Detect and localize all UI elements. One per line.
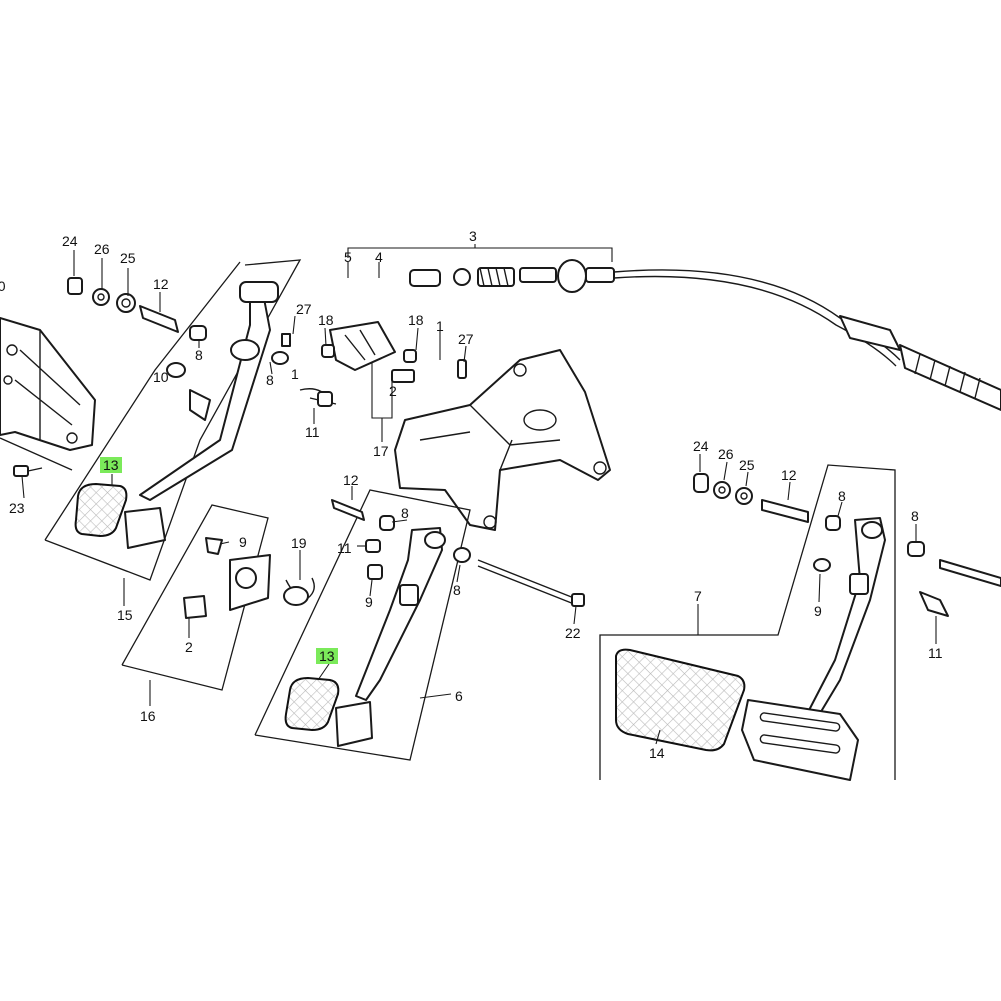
pedal-rubber-14 — [615, 648, 746, 752]
callout-12-left: 12 — [153, 276, 169, 292]
pedal-rubber-13b — [284, 676, 340, 732]
callout-7: 7 — [694, 588, 702, 604]
callout-8-d: 8 — [453, 582, 461, 598]
frame-7 — [599, 464, 896, 780]
callout-3: 3 — [469, 228, 477, 244]
callout-22: 22 — [565, 625, 581, 641]
callout-8-a: 8 — [195, 347, 203, 363]
callout-1-mid: 1 — [291, 366, 299, 382]
callout-2-top: 2 — [389, 383, 397, 399]
callout-4: 4 — [375, 249, 383, 265]
callout-17: 17 — [373, 443, 389, 459]
callout-11-b: 11 — [337, 540, 352, 556]
callout-27-right: 27 — [458, 331, 474, 347]
callout-9-b: 9 — [365, 594, 373, 610]
callout-5: 5 — [344, 249, 352, 265]
callout-8-f: 8 — [911, 508, 919, 524]
callout-18-right: 18 — [408, 312, 424, 328]
callout-24-left: 24 — [62, 233, 78, 249]
callout-11-a: 11 — [305, 424, 320, 440]
hardware-left — [67, 277, 289, 378]
callout-11-c: 11 — [928, 645, 943, 661]
callout-1-top: 1 — [436, 318, 444, 334]
brake-pedal-arm-left — [139, 281, 279, 501]
callout-8-e: 8 — [838, 488, 846, 504]
frame-16 — [121, 504, 269, 691]
bolt-23 — [13, 465, 43, 477]
callout-8-b: 8 — [266, 372, 274, 388]
switch-assembly-16 — [183, 537, 315, 619]
callout-12-mid: 12 — [343, 472, 359, 488]
clutch-pedal-arm — [355, 527, 446, 701]
clutch-cable — [409, 259, 1001, 411]
callout-26-right: 26 — [718, 446, 734, 462]
switch-bracket — [281, 321, 467, 407]
callout-14: 14 — [649, 745, 665, 761]
clutch-pedal-pad — [335, 701, 373, 747]
callout-9-c: 9 — [814, 603, 822, 619]
hardware-right — [693, 473, 1001, 617]
callout-9-a: 9 — [239, 534, 247, 550]
callout-6: 6 — [455, 688, 463, 704]
callout-8-c: 8 — [401, 505, 409, 521]
frame-15 — [44, 259, 302, 581]
callout-23: 23 — [9, 500, 25, 516]
leader-lines — [21, 244, 937, 745]
pedal-bracket — [394, 349, 611, 531]
callout-24-right: 24 — [693, 438, 709, 454]
pedal-rubber-13a — [74, 482, 128, 538]
callout-19: 19 — [291, 535, 307, 551]
callout-12-right: 12 — [781, 467, 797, 483]
brake-pedal-pad-left — [124, 507, 166, 549]
brake-pedal-arm-right — [805, 517, 886, 721]
firewall-bracket — [0, 317, 96, 471]
frame-6 — [254, 489, 471, 761]
callout-13-left-highlighted: 13 — [100, 457, 122, 473]
callout-15: 15 — [117, 607, 133, 623]
callout-27-left: 27 — [296, 301, 312, 317]
callout-16: 16 — [140, 708, 156, 724]
brake-pedal-pad-wide — [741, 699, 859, 781]
callout-10: 10 — [153, 369, 169, 385]
callout-20-cropped: 20 — [0, 278, 6, 294]
callout-25-left: 25 — [120, 250, 136, 266]
callout-2-bottom: 2 — [185, 639, 193, 655]
callout-25-right: 25 — [739, 457, 755, 473]
callout-13-mid-highlighted: 13 — [316, 648, 338, 664]
clutch-hardware — [331, 499, 471, 580]
callout-18-left: 18 — [318, 312, 334, 328]
bolt-22 — [477, 559, 585, 607]
callout-26-left: 26 — [94, 241, 110, 257]
